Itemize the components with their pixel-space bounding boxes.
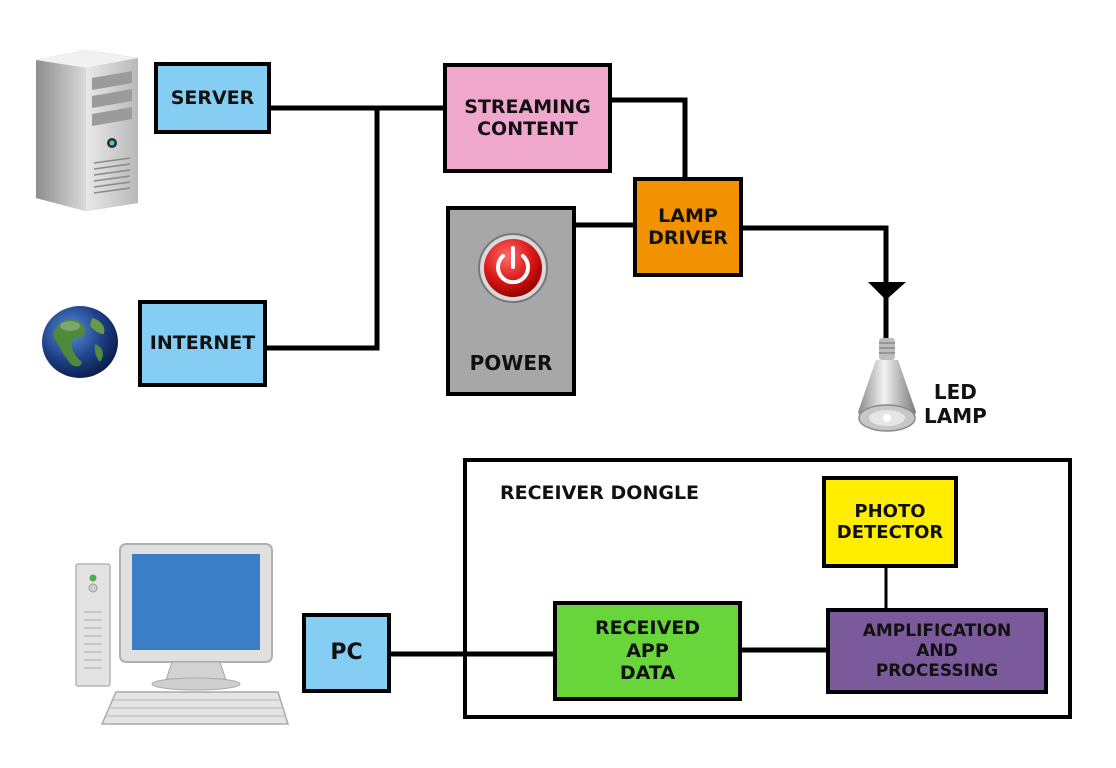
server-tower-icon (36, 50, 138, 211)
wire-internet-junction (263, 105, 380, 351)
lamp-driver-box: LAMP DRIVER (633, 177, 743, 277)
wire-streaming-driver (607, 97, 688, 181)
server-box: SERVER (154, 62, 271, 134)
amplification-processing-box: AMPLIFICATION AND PROCESSING (826, 608, 1048, 694)
receiver-dongle-frame (463, 458, 1072, 719)
streaming-content-box: STREAMING CONTENT (443, 63, 612, 173)
internet-box: INTERNET (138, 300, 267, 387)
received-app-data-box: RECEIVED APP DATA (553, 601, 742, 701)
desktop-pc-icon (75, 543, 290, 725)
pc-box: PC (302, 613, 391, 693)
receiver-dongle-label: RECEIVER DONGLE (500, 482, 700, 504)
power-button-icon (478, 233, 548, 303)
photo-detector-box: PHOTO DETECTOR (822, 476, 958, 568)
led-lamp-label: LED LAMP (924, 380, 987, 428)
arrow-head-icon (868, 282, 906, 300)
led-bulb-icon (858, 338, 916, 432)
wire-driver-lamp (739, 225, 889, 285)
globe-icon (42, 306, 118, 378)
